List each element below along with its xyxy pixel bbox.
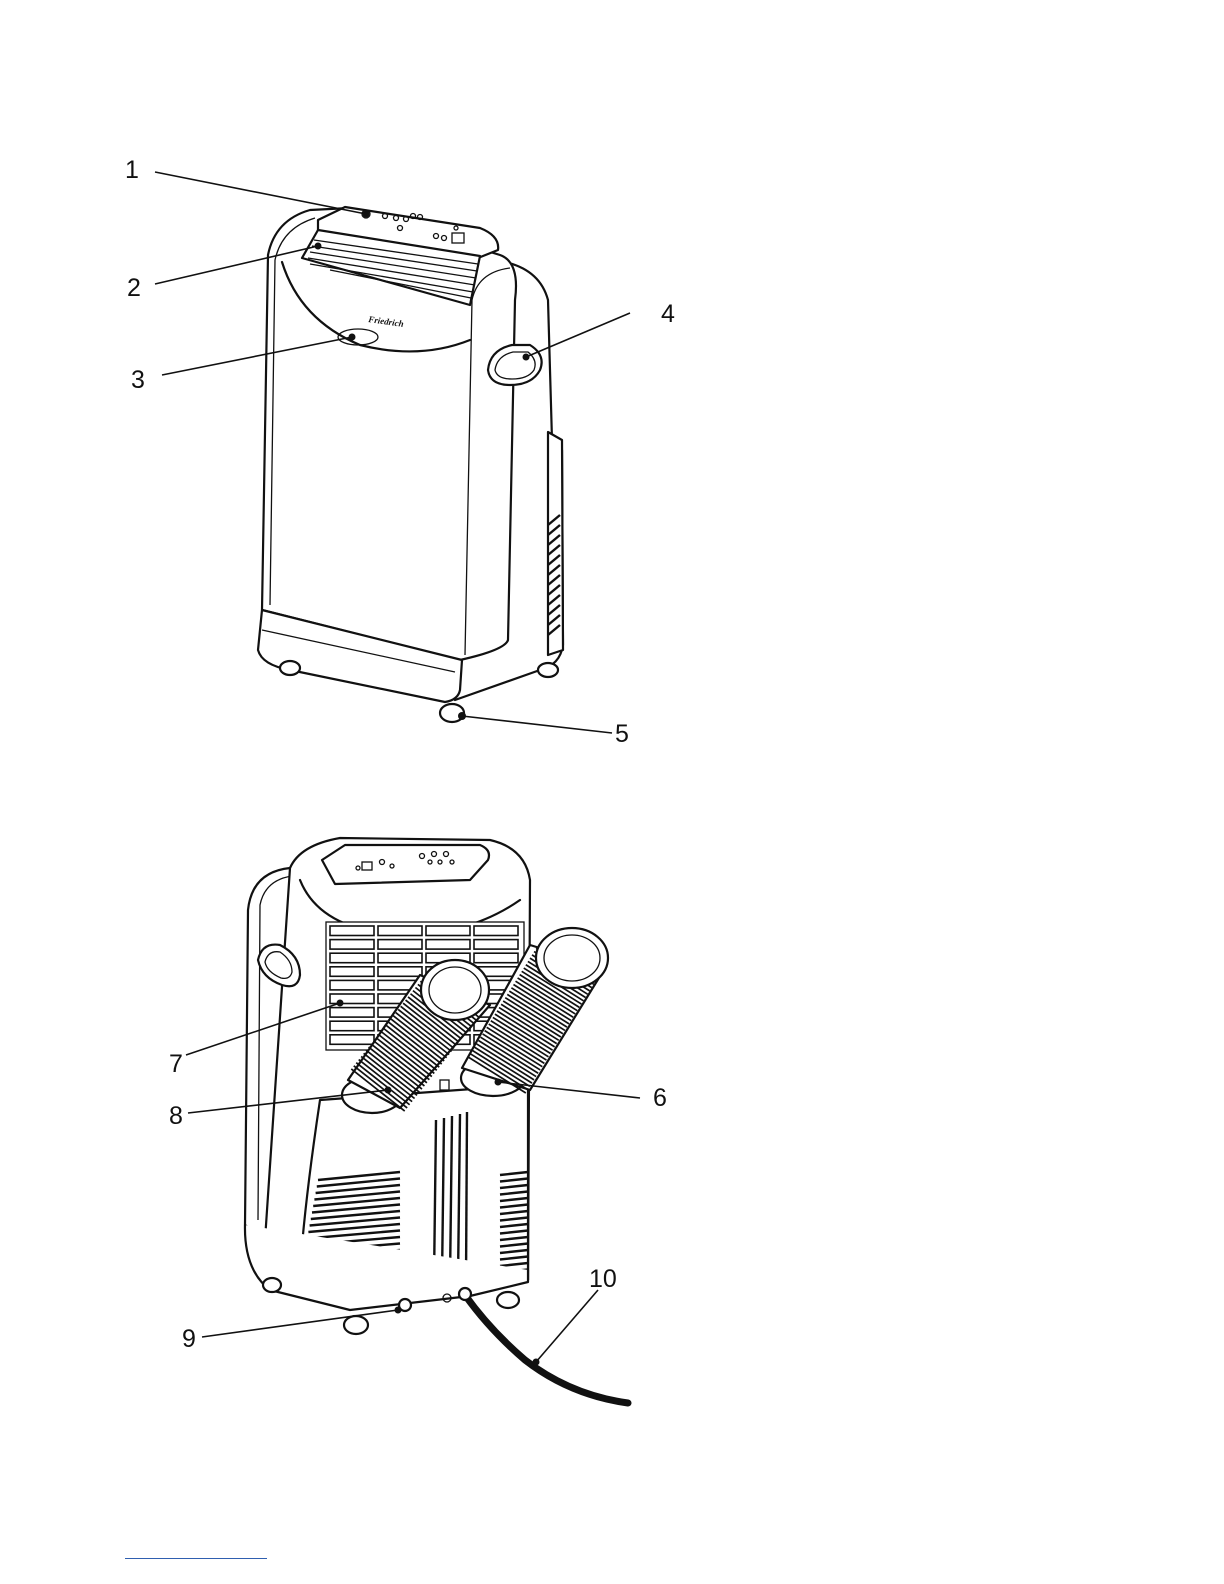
grille-slot (474, 953, 518, 963)
grille-slot (426, 926, 470, 936)
grille-slot (378, 940, 422, 950)
footer-rule (125, 1558, 267, 1559)
grille-slot (330, 1035, 374, 1045)
rear-view-unit (245, 838, 628, 1403)
grille-slot (330, 994, 374, 1004)
callout-label-9: 9 (182, 1325, 196, 1353)
callout-label-1: 1 (125, 156, 139, 184)
grille-slot (330, 1021, 374, 1030)
callout-label-4: 4 (661, 300, 675, 328)
front-view-unit: Friedrich (258, 207, 563, 722)
grille-slot (474, 926, 518, 936)
callout-label-7: 7 (169, 1050, 183, 1078)
callout-label-5: 5 (615, 720, 629, 748)
callout-label-10: 10 (589, 1265, 617, 1293)
grille-slot (330, 967, 374, 977)
grille-slot (330, 940, 374, 950)
grille-slot (426, 940, 470, 950)
grille-slot (378, 967, 422, 977)
grille-slot (330, 1008, 374, 1018)
callout-label-8: 8 (169, 1102, 183, 1130)
grille-slot (330, 953, 374, 963)
grille-slot (330, 926, 374, 936)
grille-slot (378, 926, 422, 936)
grille-slot (330, 980, 374, 990)
callout-label-2: 2 (127, 274, 141, 302)
rear-top-panel (322, 845, 489, 884)
callout-label-6: 6 (653, 1084, 667, 1112)
callout-label-3: 3 (131, 366, 145, 394)
grille-slot (378, 953, 422, 963)
grille-slot (474, 940, 518, 950)
